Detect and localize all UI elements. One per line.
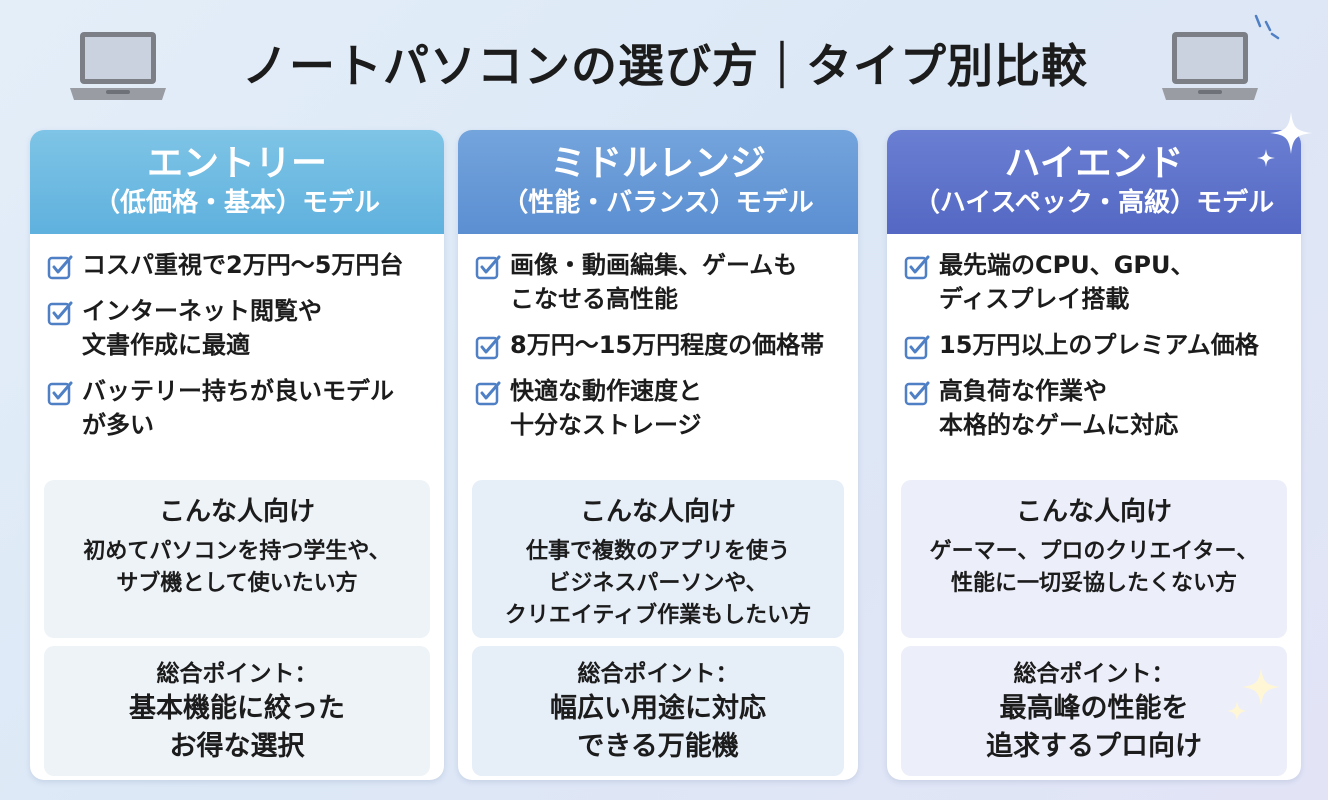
- checkbox-icon: [904, 381, 930, 406]
- feature-line: 十分なストレージ: [510, 411, 702, 439]
- feature-line: 本格的なゲームに対応: [939, 411, 1179, 439]
- target-user-line: サブ機として使いたい方: [116, 571, 358, 596]
- summary-line: 基本機能に絞った: [129, 693, 345, 724]
- checkbox-icon: [475, 255, 501, 280]
- summary-heading: 総合ポイント：: [1013, 661, 1175, 687]
- feature-line: こなせる高性能: [510, 285, 678, 313]
- sparkle-icon: [1227, 701, 1247, 721]
- feature-text: コスパ重視で2万円〜5万円台: [82, 248, 403, 282]
- feature-line: 画像・動画編集、ゲームも: [510, 251, 798, 279]
- feature-line: 高負荷な作業や: [939, 377, 1107, 405]
- checkbox-icon: [475, 381, 501, 406]
- feature-line: 快適な動作速度と: [510, 377, 702, 405]
- high-end-target-user-box: こんな人向け ゲーマー、プロのクリエイター、 性能に一切妥協したくない方: [901, 480, 1287, 638]
- feature-text: 8万円〜15万円程度の価格帯: [510, 328, 824, 362]
- feature-line: バッテリー持ちが良いモデル: [82, 377, 394, 405]
- checkbox-icon: [904, 335, 930, 360]
- target-user-heading: こんな人向け: [579, 497, 736, 527]
- feature-line: 文書作成に最適: [82, 331, 250, 359]
- title-row: ノートパソコンの選び方｜タイプ別比較: [0, 0, 1328, 128]
- target-user-line: ゲーマー、プロのクリエイター、: [929, 539, 1259, 564]
- entry-card: エントリー （低価格・基本）モデル コスパ重視で2万円〜5万円台 インターネット…: [30, 130, 444, 780]
- feature-line: が多い: [82, 411, 154, 439]
- summary-text: 幅広い用途に対応 できる万能機: [472, 690, 844, 766]
- high-end-summary-box: 総合ポイント： 最高峰の性能を 追求するプロ向け: [901, 646, 1287, 776]
- checkbox-icon: [47, 255, 73, 280]
- middle-range-card-header: ミドルレンジ （性能・バランス）モデル: [458, 130, 858, 234]
- entry-target-user-box: こんな人向け 初めてパソコンを持つ学生や、 サブ機として使いたい方: [44, 480, 430, 638]
- sparkle-icon: [1242, 668, 1280, 706]
- laptop-icon: [1162, 32, 1258, 100]
- high-end-feature-list: 最先端のCPU、GPU、 ディスプレイ搭載 15万円以上のプレミアム価格 高負荷…: [887, 234, 1301, 478]
- feature-line: 最先端のCPU、GPU、: [939, 251, 1195, 279]
- feature-text: インターネット閲覧や 文書作成に最適: [82, 294, 322, 362]
- target-user-line: 性能に一切妥協したくない方: [950, 571, 1237, 596]
- feature-text: 高負荷な作業や 本格的なゲームに対応: [939, 374, 1178, 442]
- high-end-card: ハイエンド （ハイスペック・高級）モデル 最先端のCPU、GPU、 ディスプレイ…: [887, 130, 1301, 780]
- feature-line: 15万円以上のプレミアム価格: [939, 331, 1259, 359]
- summary-line: 追求するプロ向け: [986, 731, 1202, 762]
- feature-item: 8万円〜15万円程度の価格帯: [474, 328, 844, 362]
- feature-text: 最先端のCPU、GPU、 ディスプレイ搭載: [939, 248, 1194, 316]
- summary-text: 基本機能に絞った お得な選択: [44, 690, 430, 766]
- feature-line: 8万円〜15万円程度の価格帯: [510, 331, 825, 359]
- target-user-line: 初めてパソコンを持つ学生や、: [83, 539, 391, 564]
- entry-feature-list: コスパ重視で2万円〜5万円台 インターネット閲覧や 文書作成に最適 バッテリー持…: [30, 234, 444, 478]
- checkbox-icon: [47, 301, 73, 326]
- target-user-text: ゲーマー、プロのクリエイター、 性能に一切妥協したくない方: [901, 536, 1287, 600]
- entry-card-subtitle: （低価格・基本）モデル: [93, 188, 380, 218]
- feature-text: 画像・動画編集、ゲームも こなせる高性能: [510, 248, 797, 316]
- middle-range-target-user-box: こんな人向け 仕事で複数のアプリを使う ビジネスパーソンや、 クリエイティブ作業…: [472, 480, 844, 638]
- feature-line: インターネット閲覧や: [82, 297, 322, 325]
- entry-summary-box: 総合ポイント： 基本機能に絞った お得な選択: [44, 646, 430, 776]
- entry-card-header: エントリー （低価格・基本）モデル: [30, 130, 444, 234]
- feature-item: 高負荷な作業や 本格的なゲームに対応: [903, 374, 1287, 442]
- sparkle-icon: [1270, 112, 1312, 154]
- checkbox-icon: [904, 255, 930, 280]
- middle-range-card: ミドルレンジ （性能・バランス）モデル 画像・動画編集、ゲームも こなせる高性能…: [458, 130, 858, 780]
- feature-line: ディスプレイ搭載: [939, 285, 1130, 313]
- target-user-line: クリエイティブ作業もしたい方: [504, 603, 812, 628]
- high-end-card-header: ハイエンド （ハイスペック・高級）モデル: [887, 130, 1301, 234]
- middle-range-card-subtitle: （性能・バランス）モデル: [502, 188, 814, 218]
- feature-text: バッテリー持ちが良いモデル が多い: [82, 374, 394, 442]
- target-user-heading: こんな人向け: [158, 497, 315, 527]
- target-user-line: 仕事で複数のアプリを使う: [525, 539, 790, 564]
- feature-item: インターネット閲覧や 文書作成に最適: [46, 294, 430, 362]
- high-end-card-subtitle: （ハイスペック・高級）モデル: [913, 188, 1275, 218]
- feature-item: 快適な動作速度と 十分なストレージ: [474, 374, 844, 442]
- sparkle-icon: [1257, 149, 1275, 167]
- summary-text: 最高峰の性能を 追求するプロ向け: [901, 690, 1287, 766]
- motion-lines-icon: [1254, 14, 1280, 40]
- feature-line: コスパ重視で2万円〜5万円台: [82, 251, 404, 279]
- checkbox-icon: [475, 335, 501, 360]
- summary-line: お得な選択: [169, 731, 305, 762]
- target-user-heading: こんな人向け: [1015, 497, 1172, 527]
- summary-line: 最高峰の性能を: [999, 693, 1189, 724]
- high-end-card-title: ハイエンド: [1004, 143, 1184, 184]
- feature-text: 快適な動作速度と 十分なストレージ: [510, 374, 702, 442]
- feature-item: バッテリー持ちが良いモデル が多い: [46, 374, 430, 442]
- summary-line: 幅広い用途に対応: [550, 693, 766, 724]
- summary-line: できる万能機: [577, 731, 739, 762]
- middle-range-summary-box: 総合ポイント： 幅広い用途に対応 できる万能機: [472, 646, 844, 776]
- target-user-line: ビジネスパーソンや、: [548, 571, 768, 596]
- middle-range-feature-list: 画像・動画編集、ゲームも こなせる高性能 8万円〜15万円程度の価格帯 快適な動…: [458, 234, 858, 478]
- target-user-text: 仕事で複数のアプリを使う ビジネスパーソンや、 クリエイティブ作業もしたい方: [472, 536, 844, 632]
- page-title: ノートパソコンの選び方｜タイプ別比較: [242, 39, 1088, 93]
- laptop-icon: [70, 32, 166, 100]
- feature-item: 15万円以上のプレミアム価格: [903, 328, 1287, 362]
- middle-range-card-title: ミドルレンジ: [549, 143, 766, 184]
- feature-text: 15万円以上のプレミアム価格: [939, 328, 1259, 362]
- entry-card-title: エントリー: [146, 143, 327, 184]
- checkbox-icon: [47, 381, 73, 406]
- summary-heading: 総合ポイント：: [577, 661, 739, 687]
- feature-item: 画像・動画編集、ゲームも こなせる高性能: [474, 248, 844, 316]
- target-user-text: 初めてパソコンを持つ学生や、 サブ機として使いたい方: [44, 536, 430, 600]
- summary-heading: 総合ポイント：: [156, 661, 318, 687]
- feature-item: 最先端のCPU、GPU、 ディスプレイ搭載: [903, 248, 1287, 316]
- feature-item: コスパ重視で2万円〜5万円台: [46, 248, 430, 282]
